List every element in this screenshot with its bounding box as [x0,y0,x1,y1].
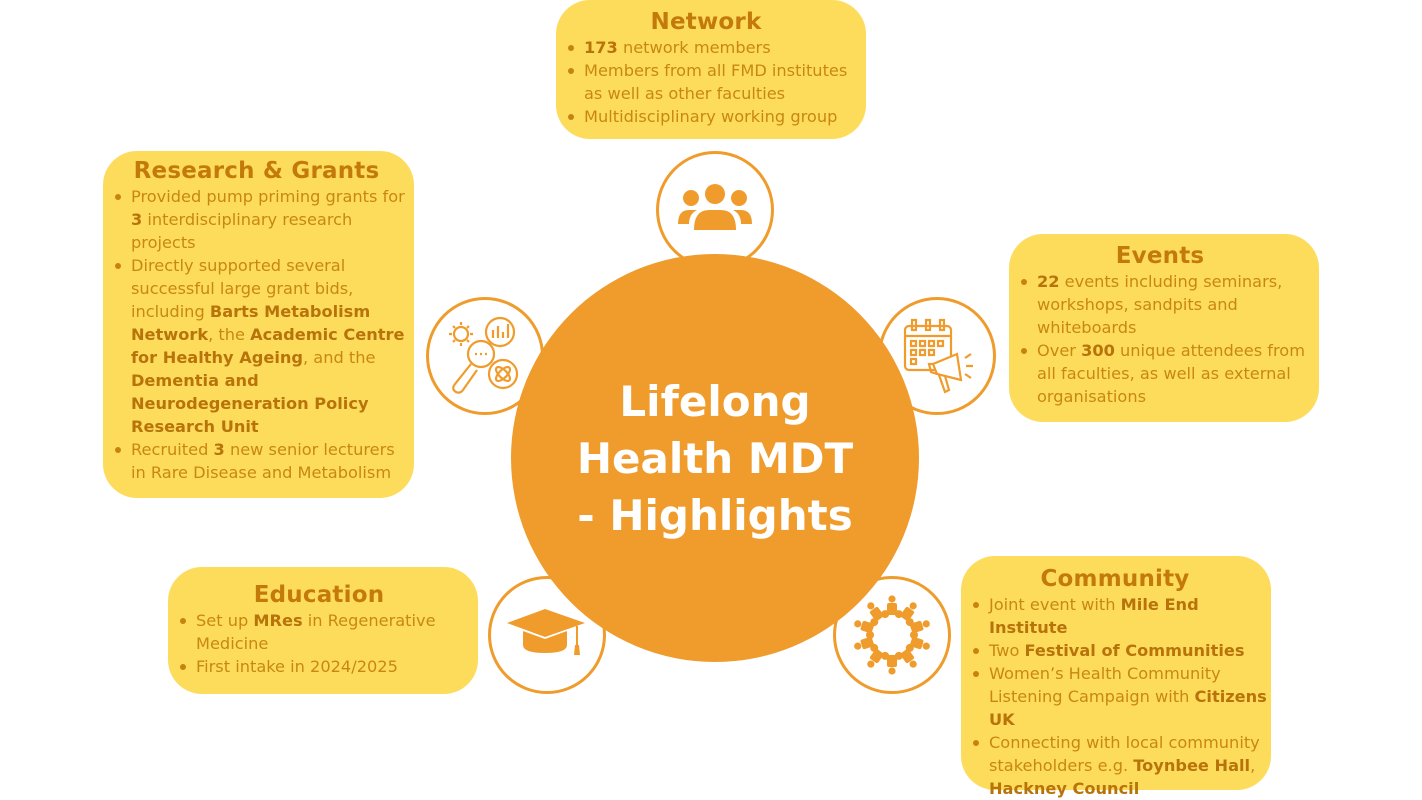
bullet-item: Provided pump priming grants for 3 inter… [115,185,410,254]
events-box: Events 22 events including seminars, wor… [1009,234,1319,422]
text: interdisciplinary research projects [131,210,353,252]
text: network members [617,38,771,57]
bullet-item: First intake in 2024/2025 [180,655,470,678]
bullet-item: Directly supported several successful la… [115,254,410,438]
bullet-item: 22 events including seminars, workshops,… [1021,270,1311,339]
person-body [900,606,915,621]
community-circle-icon [850,593,934,677]
bullet-item: Two Festival of Communities [973,639,1269,662]
text: Women’s Health Community Listening Campa… [989,664,1221,706]
text: Connecting with local community stakehol… [989,733,1260,775]
text: events including seminars, workshops, sa… [1037,272,1283,337]
linked-arms [910,631,918,639]
network-heading: Network [650,9,762,35]
person-body [860,620,875,634]
people-group-icon [675,180,755,240]
research-grants-list: Provided pump priming grants for 3 inter… [103,185,410,484]
person-head [867,602,875,610]
person-body [887,655,897,667]
education-box: Education Set up MRes in Regenerative Me… [168,567,478,694]
person-head [909,602,917,610]
bold-text: 173 [584,38,618,57]
bullet-item: Recruited 3 new senior lecturers in Rare… [115,438,410,484]
hub-title: Lifelong Health MDT - Highlights [576,376,854,540]
linked-arms [881,610,890,619]
text: Provided pump priming grants for [131,187,405,206]
person-head [922,620,930,628]
person-head [922,642,930,650]
text: Members from all FMD institutes as well … [584,61,848,103]
bullet-item: Over 300 unique attendees from all facul… [1021,339,1311,408]
person-head [854,620,862,628]
linked-arms [866,631,874,639]
person-head [888,667,896,675]
bullet-item: Connecting with local community stakehol… [973,731,1269,800]
bullet-item: Members from all FMD institutes as well … [568,59,856,105]
text: , the [208,325,251,344]
bold-text: 3 [213,440,225,459]
person-head [888,595,896,603]
graduation-cap-icon [505,605,589,665]
research-grants-box: Research & Grants Provided pump priming … [103,151,414,498]
bold-text: 3 [131,210,143,229]
community-heading: Community [1040,566,1190,592]
community-box: Community Joint event with Mile End Inst… [961,556,1271,798]
text: unique attendees from all faculties, as … [1037,341,1305,406]
bold-text: Citizens UK [989,687,1267,729]
bold-text: MRes [253,611,303,630]
bold-text: 300 [1081,341,1115,360]
person-body [869,606,884,621]
bullet-item: Set up MRes in Regenerative Medicine [180,609,470,655]
bold-text: Academic Centre for Healthy Ageing [131,325,405,367]
research-grants-heading: Research & Grants [133,158,380,184]
research-magnifier-icon [443,314,527,398]
text: Joint event with [989,595,1121,614]
calendar-megaphone-icon [895,314,979,398]
bold-text: Barts Metabolism Network [131,302,371,344]
network-icon-circle [656,151,774,269]
events-list: 22 events including seminars, workshops,… [1009,270,1311,408]
central-hub: Lifelong Health MDT - Highlights [511,254,919,662]
bullet-item: Women’s Health Community Listening Campa… [973,662,1269,731]
person-body [869,649,884,664]
text: new senior lecturers in Rare Disease and… [131,440,395,482]
text: Recruited [131,440,214,459]
bold-text: Toynbee Hall [1133,756,1251,775]
text: Multidisciplinary working group [584,107,838,126]
text: in Regenerative Medicine [196,611,436,653]
text: , and the [302,348,376,367]
person-body [900,649,915,664]
bullet-item: Multidisciplinary working group [568,105,856,128]
text: Set up [196,611,254,630]
text: Over [1037,341,1082,360]
education-heading: Education [253,582,385,608]
bullet-item: Joint event with Mile End Institute [973,593,1269,639]
person-body [887,603,897,615]
bold-text: 22 [1037,272,1060,291]
bold-text: Dementia and Neurodegeneration Policy Re… [131,371,369,436]
text: Two [989,641,1025,660]
bold-text: Hackney Council [989,779,1140,798]
bullet-item: 173 network members [568,36,856,59]
bold-text: Mile End Institute [989,595,1199,637]
bold-text: Festival of Communities [1024,641,1245,660]
person-head [909,660,917,668]
text: First intake in 2024/2025 [196,657,398,676]
person-head [867,660,875,668]
text: , [1250,756,1256,775]
person-head [854,642,862,650]
person-body [909,620,924,634]
person-body [909,636,924,650]
person-body [860,636,875,650]
text: Directly supported several successful la… [131,256,354,321]
events-heading: Events [1115,243,1205,269]
